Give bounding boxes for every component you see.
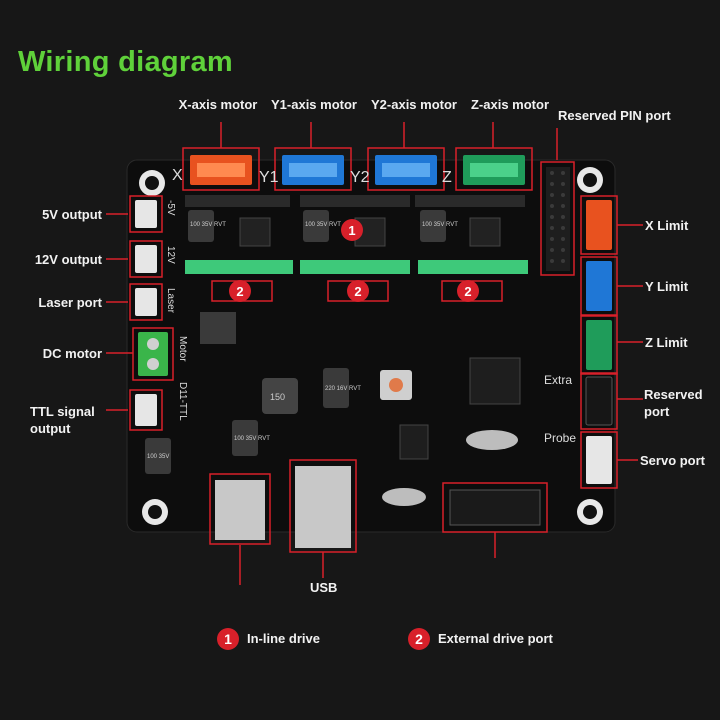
z-limit-connector (586, 320, 612, 370)
legend-badge-1: 1 (217, 628, 239, 650)
silk-5v: -5V (165, 200, 176, 216)
badge-2-c: 2 (464, 284, 471, 299)
reserved-port-connector (585, 376, 613, 426)
label-ttl-signal-output: TTL signal output (30, 403, 95, 437)
silk-extra: Extra (544, 373, 572, 387)
badge-2-b: 2 (354, 284, 361, 299)
silk-laser: Laser (165, 288, 176, 314)
label-reserved-pin-port: Reserved PIN port (558, 108, 671, 123)
usb-chip (399, 424, 429, 460)
silk-y2: Y2 (350, 169, 370, 186)
label-z-limit: Z Limit (645, 335, 688, 350)
page-title: Wiring diagram (18, 46, 234, 78)
x-limit-connector (586, 200, 612, 250)
label-reserved-port: Reserved port (644, 386, 703, 420)
cap-label-5: 100 35V RVT (234, 436, 270, 442)
regulator (200, 312, 236, 344)
legend-text-2: External drive port (438, 631, 553, 646)
usb-connector (295, 466, 351, 548)
bottom-port-left (215, 480, 265, 540)
dc-motor-terminal (138, 332, 168, 376)
label-5v-output: 5V output (42, 207, 102, 222)
silk-x: X (172, 167, 183, 184)
label-y1-axis-motor: Y1-axis motor (271, 97, 357, 112)
capacitor-labels: 100 35V RVT 100 35V RVT 100 35V RVT 220 … (147, 222, 458, 460)
silk-z: Z (442, 169, 452, 186)
inductor-label: 150 (270, 392, 285, 402)
terminal-strips (185, 260, 528, 274)
bottom-header (449, 489, 541, 526)
capacitors (145, 210, 446, 474)
label-reserved-line2: port (644, 404, 670, 419)
leader-lines (106, 122, 643, 585)
cap-label-3: 100 35V RVT (422, 222, 458, 228)
5v-output-connector (135, 200, 157, 228)
reserved-pin-header (546, 167, 570, 271)
label-y-limit: Y Limit (645, 279, 689, 294)
laser-port-connector (135, 288, 157, 316)
label-12v-output: 12V output (34, 252, 102, 267)
badge-2-a: 2 (236, 284, 243, 299)
servo-port-connector (586, 436, 612, 484)
legend-badge-2: 2 (408, 628, 430, 650)
label-reserved-line1: Reserved (644, 387, 703, 402)
crystal-2 (382, 488, 426, 506)
ttl-signal-connector (135, 394, 157, 426)
label-laser-port: Laser port (38, 295, 102, 310)
silk-ttl: D11-TTL (177, 382, 188, 421)
silk-probe: Probe (544, 431, 576, 445)
12v-output-connector (135, 245, 157, 273)
driver-chips (239, 217, 501, 247)
y-limit-connector (586, 261, 612, 311)
label-servo-port: Servo port (640, 453, 706, 468)
legend-text-1: In-line drive (247, 631, 320, 646)
silk-y1: Y1 (259, 169, 279, 186)
label-usb: USB (310, 580, 338, 595)
label-ttl-line1: TTL signal (30, 404, 95, 419)
mcu-chip (469, 357, 521, 405)
label-x-axis-motor: X-axis motor (178, 97, 258, 112)
cap-label-4: 220 16V RVT (325, 386, 361, 392)
silk-motor: Motor (177, 336, 188, 362)
left-silkscreen: -5V 12V Laser Motor D11-TTL (165, 200, 188, 421)
cap-label-6: 100 35V (147, 454, 169, 460)
label-z-axis-motor: Z-axis motor (470, 97, 549, 112)
crystal-1 (466, 430, 518, 450)
silk-12v: 12V (165, 246, 176, 264)
driver-sockets (185, 195, 525, 207)
board-badges: 1 2 2 2 (229, 219, 479, 302)
cap-label-1: 100 35V RVT (190, 222, 226, 228)
inductor (262, 378, 298, 414)
label-x-limit: X Limit (645, 218, 689, 233)
label-ttl-line2: output (30, 421, 71, 436)
badge-1: 1 (348, 223, 355, 238)
mounting-holes (139, 167, 603, 525)
label-dc-motor: DC motor (42, 346, 102, 361)
label-y2-axis-motor: Y2-axis motor (371, 97, 457, 112)
cap-label-2: 100 35V RVT (305, 222, 341, 228)
